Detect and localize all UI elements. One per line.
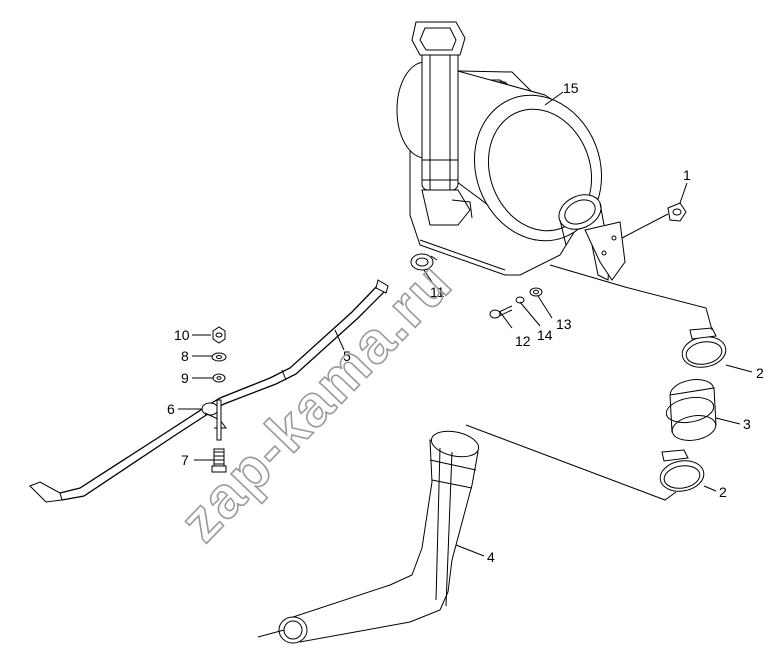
callout-10: 10	[174, 327, 190, 343]
callout-7: 7	[181, 452, 189, 468]
hose-clamp-2-lower	[659, 449, 705, 492]
clip-6	[201, 399, 227, 441]
clamp-11	[410, 253, 438, 271]
callout-11: 11	[430, 284, 445, 300]
callout-labels: 1 2 2 3 4 5 6 7 8 9 10 11 12 13 14 15	[167, 80, 764, 565]
callout-3: 3	[743, 416, 751, 432]
fasteners-12-13-14	[489, 287, 543, 319]
callout-2-lower: 2	[719, 484, 727, 500]
fasteners-7-10	[211, 326, 227, 473]
air-filter-assembly	[396, 21, 611, 281]
callout-14: 14	[537, 327, 553, 343]
callout-13: 13	[556, 316, 572, 332]
intake-pipe-4	[278, 430, 480, 644]
callout-5: 5	[343, 348, 351, 364]
leader-lines	[178, 91, 753, 638]
callout-4: 4	[487, 549, 495, 565]
callout-12: 12	[515, 333, 531, 349]
callout-1: 1	[683, 167, 691, 183]
pipe-5	[29, 279, 389, 503]
callout-15: 15	[563, 80, 579, 96]
watermark-text: zap-kama.ru	[168, 250, 465, 554]
connector-3	[665, 379, 717, 441]
callout-6: 6	[167, 401, 175, 417]
bracket-1	[584, 202, 687, 281]
callout-9: 9	[181, 370, 189, 386]
hose-clamp-2-upper	[681, 327, 727, 368]
callout-2-upper: 2	[756, 365, 764, 381]
callout-8: 8	[181, 348, 189, 364]
